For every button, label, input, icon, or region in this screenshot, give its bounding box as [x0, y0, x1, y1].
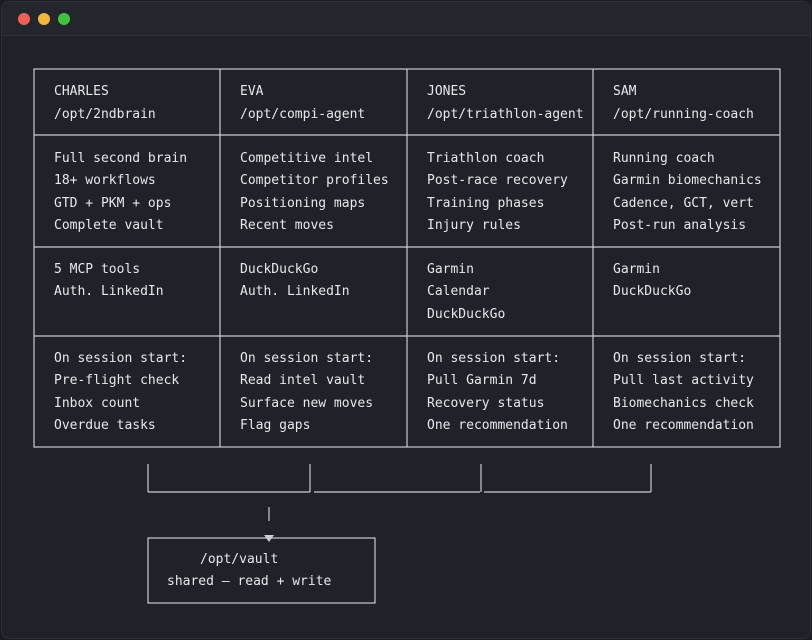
tool-item: Garmin	[427, 262, 474, 277]
session-step: Inbox count	[54, 395, 141, 411]
session-step: Read intel vault	[240, 373, 366, 389]
tool-item: DuckDuckGo	[240, 262, 319, 277]
title-bar	[2, 2, 810, 36]
agent-name: CHARLES	[54, 84, 109, 99]
session-step: Pull last activity	[613, 373, 754, 389]
session-start-heading: On session start:	[427, 351, 561, 366]
session-step: Surface new moves	[240, 395, 374, 411]
capability-item: Injury rules	[427, 218, 521, 234]
capability-item: Full second brain	[54, 151, 188, 166]
maximize-button[interactable]	[58, 13, 70, 25]
agent-name: JONES	[427, 84, 467, 99]
tool-item: Garmin	[613, 262, 660, 277]
tool-item: DuckDuckGo	[613, 284, 692, 300]
tool-item: 5 MCP tools	[54, 262, 141, 277]
session-step: Recovery status	[427, 395, 545, 411]
close-button[interactable]	[18, 13, 30, 25]
tool-item: DuckDuckGo	[427, 306, 506, 322]
tool-item: Auth. LinkedIn	[54, 284, 164, 300]
capability-item: GTD + PKM + ops	[54, 195, 172, 211]
vault-path: /opt/vault	[200, 552, 279, 567]
capability-item: Triathlon coach	[427, 151, 545, 166]
capability-item: Recent moves	[240, 218, 334, 234]
session-step: Pre-flight check	[54, 373, 180, 389]
capability-item: Post-race recovery	[427, 173, 568, 189]
agent-name: SAM	[613, 84, 637, 99]
session-step: Flag gaps	[240, 418, 311, 434]
session-step: Overdue tasks	[54, 418, 156, 434]
session-start-heading: On session start:	[613, 351, 747, 366]
session-step: One recommendation	[427, 418, 568, 434]
capability-item: Cadence, GCT, vert	[613, 195, 754, 211]
agent-path: /opt/running-coach	[613, 107, 754, 122]
capability-item: Training phases	[427, 195, 545, 211]
agent-path: /opt/compi-agent	[240, 107, 366, 122]
agent-path: /opt/2ndbrain	[54, 107, 156, 122]
capability-item: Post-run analysis	[613, 218, 747, 234]
capability-item: Competitor profiles	[240, 173, 389, 189]
capability-item: Running coach	[613, 151, 715, 166]
capability-item: 18+ workflows	[54, 173, 156, 189]
agent-name: EVA	[240, 84, 264, 99]
capability-item: Garmin biomechanics	[613, 173, 762, 189]
capability-item: Competitive intel	[240, 151, 374, 166]
tool-item: Calendar	[427, 284, 490, 300]
arrow-down-icon	[264, 535, 274, 542]
session-step: One recommendation	[613, 418, 754, 434]
tool-item: Auth. LinkedIn	[240, 284, 350, 300]
vault-description: shared — read + write	[167, 574, 332, 589]
session-step: Pull Garmin 7d	[427, 373, 537, 389]
session-start-heading: On session start:	[240, 351, 374, 366]
session-start-heading: On session start:	[54, 351, 188, 366]
session-step: Biomechanics check	[613, 395, 754, 411]
vault-box-border	[147, 537, 376, 604]
agent-path: /opt/triathlon-agent	[427, 107, 584, 122]
capability-item: Complete vault	[54, 218, 164, 234]
minimize-button[interactable]	[38, 13, 50, 25]
capability-item: Positioning maps	[240, 195, 366, 211]
